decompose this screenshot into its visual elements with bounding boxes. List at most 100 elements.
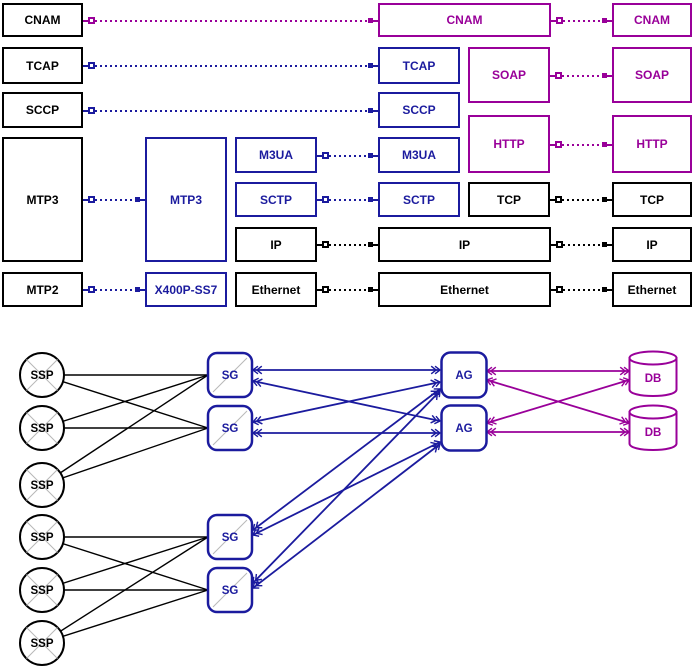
connector-stub xyxy=(551,288,556,291)
node-sg4: SG xyxy=(206,566,254,614)
connector-mtp3 xyxy=(83,195,145,204)
connector-stub xyxy=(550,74,555,77)
connector-filled-square-icon xyxy=(368,108,373,113)
connector-stub xyxy=(140,198,145,201)
link-sg1-ag2 xyxy=(253,381,440,421)
box-sg-x400p-ss7: X400P-SS7 xyxy=(145,272,227,307)
node-sg1-label: SG xyxy=(222,370,239,382)
link-ssp3-sg2 xyxy=(41,427,209,486)
connector-stub xyxy=(373,19,378,22)
crossed-diagonals-icon xyxy=(26,521,58,553)
node-db1-label: DB xyxy=(645,373,662,385)
node-sg4-label: SG xyxy=(222,585,239,597)
crossed-diagonals-icon xyxy=(26,469,58,501)
crossed-diagonals-icon xyxy=(26,412,58,444)
connector-filled-square-icon xyxy=(602,142,607,147)
connector-stub xyxy=(373,198,378,201)
connector-dotted-line xyxy=(95,64,368,67)
connector-filled-square-icon xyxy=(602,287,607,292)
box-left-tcap: TCAP xyxy=(2,47,83,84)
node-sg3: SG xyxy=(206,513,254,561)
node-ag1-label: AG xyxy=(455,370,472,382)
connector-soap xyxy=(550,71,612,80)
box-ag-ip: IP xyxy=(378,227,551,262)
ag-box xyxy=(440,351,488,399)
connector-open-square-icon xyxy=(88,107,95,114)
connector-open-square-icon xyxy=(322,286,329,293)
connector-sccp xyxy=(83,106,378,115)
connector-dotted-line xyxy=(562,74,602,77)
connector-dotted-line xyxy=(95,198,135,201)
connector-stub xyxy=(373,109,378,112)
box-left-mtp3: MTP3 xyxy=(2,137,83,262)
node-ag1: AG xyxy=(440,351,488,399)
connector-mtp2 xyxy=(83,285,145,294)
node-ag2-label: AG xyxy=(455,423,472,435)
node-ssp6-label: SSP xyxy=(30,638,53,650)
box-db-cnam: CNAM xyxy=(612,3,692,37)
connector-m3ua xyxy=(317,151,378,160)
node-db1: DB xyxy=(628,350,678,397)
connector-stub xyxy=(607,19,612,22)
node-ssp5: SSP xyxy=(19,567,65,613)
box-sg-ethernet: Ethernet xyxy=(235,272,317,307)
connector-open-square-icon xyxy=(556,286,563,293)
node-ssp2: SSP xyxy=(19,405,65,451)
connector-open-square-icon xyxy=(322,196,329,203)
ag-box xyxy=(440,404,488,452)
connector-stub xyxy=(607,198,612,201)
node-sg3-label: SG xyxy=(222,532,239,544)
connector-dotted-line xyxy=(329,154,368,157)
connector-open-square-icon xyxy=(322,241,329,248)
node-ssp5-label: SSP xyxy=(30,585,53,597)
box-ag-http: HTTP xyxy=(468,115,550,173)
connector-stub xyxy=(83,288,88,291)
connector-dotted-line xyxy=(562,143,602,146)
node-sg2: SG xyxy=(206,404,254,452)
connector-filled-square-icon xyxy=(135,287,140,292)
connector-cnam-mid-right xyxy=(551,16,612,25)
link-ssp2-sg1 xyxy=(41,374,209,429)
connector-filled-square-icon xyxy=(368,287,373,292)
connector-dotted-line xyxy=(95,288,135,291)
connector-dotted-line xyxy=(563,19,602,22)
db-cylinder-body xyxy=(628,357,678,397)
connector-stub xyxy=(317,154,322,157)
node-ssp1: SSP xyxy=(19,352,65,398)
connector-filled-square-icon xyxy=(368,63,373,68)
diagonal-line-icon xyxy=(212,572,248,608)
node-db2-label: DB xyxy=(645,427,662,439)
connector-http xyxy=(550,140,612,149)
connector-filled-square-icon xyxy=(368,18,373,23)
box-ag-tcp: TCP xyxy=(468,182,550,217)
connector-filled-square-icon xyxy=(135,197,140,202)
connector-open-square-icon xyxy=(555,72,562,79)
connector-stub xyxy=(317,198,322,201)
connector-ip-sg-ag xyxy=(317,240,378,249)
node-sg1: SG xyxy=(206,351,254,399)
link-ag2-db1 xyxy=(487,380,629,423)
connector-stub xyxy=(83,64,88,67)
connector-stub xyxy=(83,19,88,22)
connector-filled-square-icon xyxy=(602,73,607,78)
connector-filled-square-icon xyxy=(368,242,373,247)
link-sg2-ag1 xyxy=(253,382,440,422)
node-sg2-label: SG xyxy=(222,423,239,435)
connector-stub xyxy=(550,143,555,146)
db-cylinder-body xyxy=(628,411,678,451)
box-ag-soap: SOAP xyxy=(468,47,550,103)
connector-stub xyxy=(551,19,556,22)
connector-ip-ag-db xyxy=(551,240,612,249)
crossed-diagonals-icon xyxy=(26,627,58,659)
connector-stub xyxy=(551,243,556,246)
connector-dotted-line xyxy=(95,19,368,22)
box-db-http: HTTP xyxy=(612,115,692,173)
diagonal-line-icon xyxy=(212,410,248,446)
connector-open-square-icon xyxy=(322,152,329,159)
connector-stub xyxy=(140,288,145,291)
connector-stub xyxy=(373,243,378,246)
connector-dotted-line xyxy=(329,288,368,291)
connector-stub xyxy=(317,288,322,291)
